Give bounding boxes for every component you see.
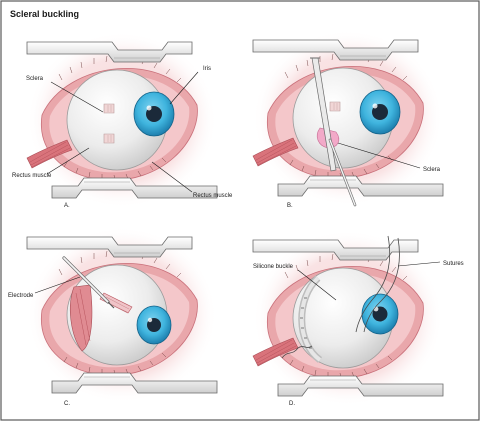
panel-a-leaders <box>46 71 199 193</box>
panel-d <box>252 229 444 407</box>
panel-d-sutures <box>281 235 400 359</box>
label-rectus-muscle-left: Rectus muscle <box>12 173 52 179</box>
panel-c-electrode <box>62 256 115 309</box>
panel-c-letter: C. <box>64 401 70 407</box>
panel-c-leaders <box>34 276 81 294</box>
label-silicone-buckle: Silicone buckle <box>253 264 294 270</box>
label-electrode: Electrode <box>8 293 34 299</box>
panel-b-leaders <box>337 142 421 169</box>
panel-a-letter: A. <box>64 203 70 209</box>
panel-b <box>252 29 444 207</box>
label-iris: Iris <box>203 66 211 72</box>
label-sclera-b: Sclera <box>423 167 441 173</box>
label-rectus-muscle-right: Rectus muscle <box>193 193 233 199</box>
panel-b-letter: B. <box>287 203 293 209</box>
label-sclera-a: Sclera <box>26 76 44 82</box>
panel-a <box>26 31 218 209</box>
label-sutures: Sutures <box>443 261 464 267</box>
panel-b-instruments <box>310 57 357 207</box>
panel-d-letter: D. <box>289 401 295 407</box>
panel-d-leaders <box>297 261 441 301</box>
figure-title: Scleral buckling <box>10 9 79 19</box>
panel-c <box>26 226 218 404</box>
